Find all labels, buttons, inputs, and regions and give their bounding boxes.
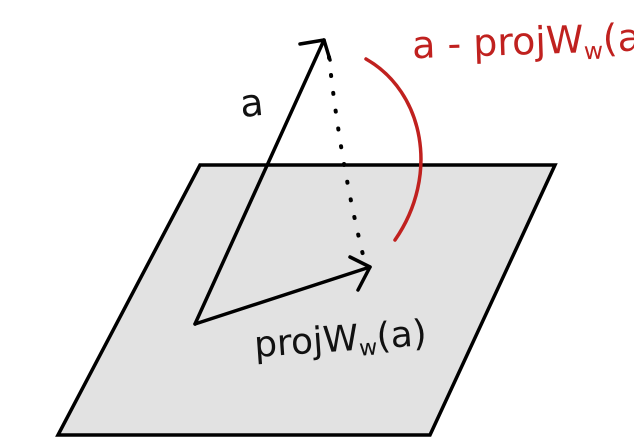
- difference-label: a - projWw(a): [411, 14, 634, 68]
- projection-label-subscript: w: [358, 334, 379, 362]
- projection-label-arg: (a): [375, 313, 429, 358]
- projection-arrowhead: [348, 255, 372, 292]
- projection-label-prefix: projW: [252, 317, 360, 366]
- vector-a-shaft: [193, 38, 326, 326]
- difference-label-subscript: w: [583, 36, 604, 65]
- difference-label-prefix: a - projW: [411, 17, 585, 68]
- vector-a-label-text: a: [237, 79, 266, 127]
- difference-bracket-arc: [364, 57, 423, 242]
- vector-a-arrowhead: [298, 38, 332, 62]
- projection-arrow-shaft: [193, 265, 372, 326]
- plane-w: [55, 163, 558, 437]
- vector-a-label: a: [237, 79, 266, 127]
- difference-label-arg: (a): [601, 14, 634, 61]
